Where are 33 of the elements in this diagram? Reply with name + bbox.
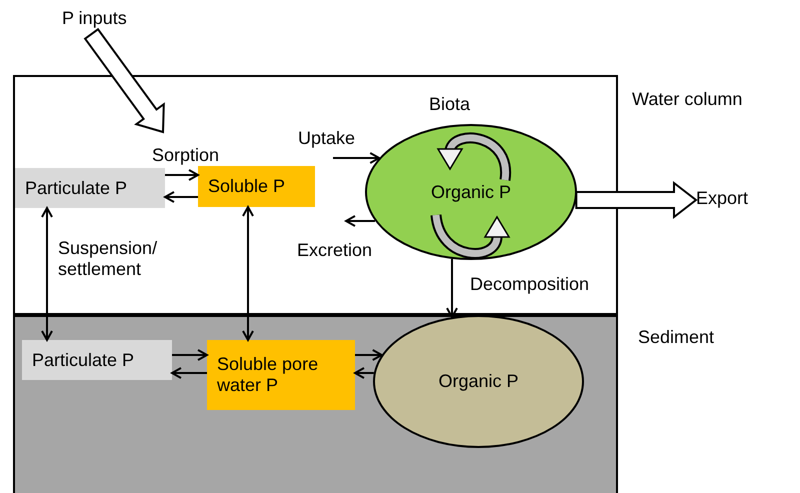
node-label: Soluble P xyxy=(208,176,286,197)
edge-label: Decomposition xyxy=(470,274,590,295)
process-box xyxy=(207,340,355,410)
edge-label: Excretion xyxy=(297,240,372,261)
node-label: Soluble pore water P xyxy=(217,354,320,396)
arrow xyxy=(172,349,208,361)
node-label: Organic P xyxy=(430,182,512,202)
block-arrow xyxy=(84,28,165,134)
arrow xyxy=(164,191,198,203)
band-label: Sediment xyxy=(638,327,714,348)
arrow xyxy=(171,367,207,379)
block-arrow xyxy=(575,180,698,220)
arrow xyxy=(333,152,380,164)
node-label: P inputs xyxy=(62,8,142,34)
edge-label: Sorption xyxy=(152,145,220,166)
band-label: Water column xyxy=(632,89,742,110)
edge-label: Uptake xyxy=(298,128,356,149)
arrow xyxy=(165,169,199,181)
node-label: Export xyxy=(696,188,766,214)
process-box xyxy=(198,166,315,207)
arrow xyxy=(354,367,374,379)
node-heading: Biota xyxy=(429,94,470,115)
node-label: Particulate P xyxy=(32,350,134,370)
edge-label: Suspension/ settlement xyxy=(58,238,158,280)
arrow xyxy=(345,215,376,227)
double-arrow xyxy=(41,207,53,341)
double-arrow xyxy=(242,206,254,341)
process-box xyxy=(22,340,172,380)
arrow xyxy=(446,258,458,318)
node-label: Particulate P xyxy=(25,178,128,198)
arrow xyxy=(355,349,383,361)
node-label: Organic P xyxy=(438,371,519,392)
process-box xyxy=(15,168,165,208)
